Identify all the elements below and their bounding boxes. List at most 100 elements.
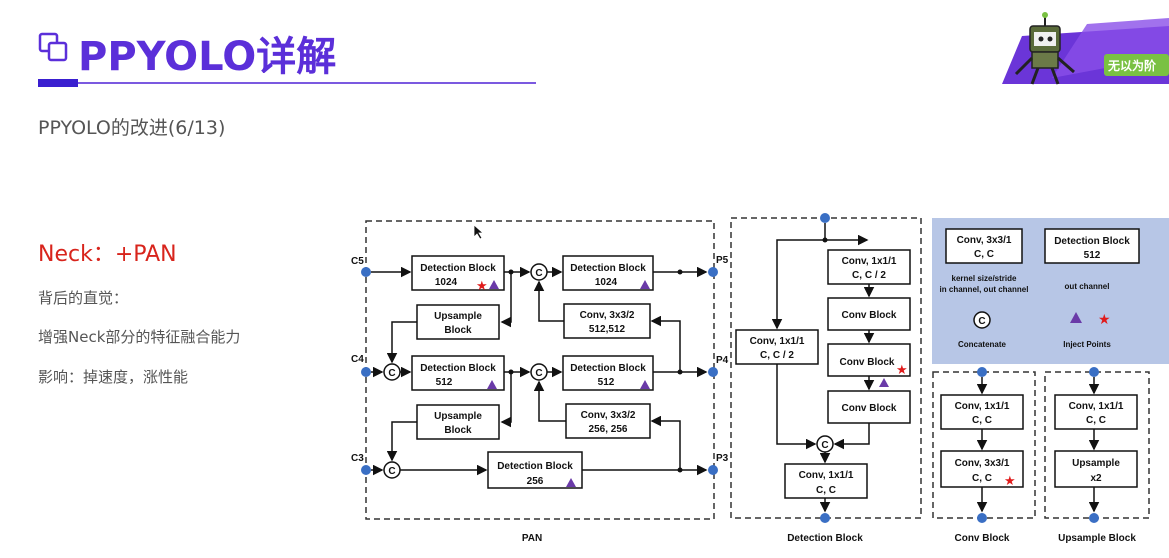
det-conv-1x1-out	[784, 463, 868, 499]
svg-text:C, C: C, C	[816, 485, 836, 496]
svg-text:512: 512	[598, 377, 615, 388]
svg-text:C, C: C, C	[974, 249, 994, 260]
pan-det-block-1024-b	[562, 255, 654, 291]
svg-text:512: 512	[436, 377, 453, 388]
pan-section: C5 C4 C3 P5 P4 P3 Detection Block 1024 ★…	[351, 220, 729, 544]
svg-text:Detection Block: Detection Block	[497, 461, 573, 472]
node-c3	[361, 465, 371, 475]
pan-det-block-512-b	[562, 355, 654, 391]
svg-text:kernel size/stride: kernel size/stride	[952, 274, 1017, 283]
svg-text:C, C / 2: C, C / 2	[852, 270, 886, 281]
svg-text:Conv, 1x1/1: Conv, 1x1/1	[955, 401, 1010, 412]
svg-text:256, 256: 256, 256	[589, 424, 628, 435]
svg-text:C, C: C, C	[972, 473, 992, 484]
triangle-icon	[487, 380, 497, 389]
node-p4	[708, 367, 718, 377]
svg-text:C, C: C, C	[1086, 415, 1106, 426]
triangle-icon	[640, 380, 650, 389]
svg-text:Conv Block: Conv Block	[841, 310, 896, 321]
upsample-block-caption: Upsample Block	[1058, 533, 1136, 544]
robot-icon	[1014, 12, 1075, 85]
svg-text:Block: Block	[444, 325, 472, 336]
svg-text:in channel, out channel: in channel, out channel	[940, 285, 1029, 294]
detection-block-caption: Detection Block	[787, 533, 863, 544]
svg-text:Detection Block: Detection Block	[420, 263, 496, 274]
svg-text:1024: 1024	[435, 277, 458, 288]
det-conv-block-2	[827, 343, 911, 377]
det-conv-1x1-a	[827, 249, 911, 285]
svg-text:C, C / 2: C, C / 2	[760, 350, 794, 361]
star-icon: ★	[1004, 474, 1016, 489]
node-c5	[361, 267, 371, 277]
svg-text:Conv Block: Conv Block	[839, 357, 894, 368]
conv-block-section: Conv, 1x1/1 C, C Conv, 3x3/1 C, C ★ Conv…	[932, 367, 1036, 544]
legend-conv	[945, 228, 1023, 264]
concat-icon	[973, 311, 991, 329]
svg-text:Conv, 1x1/1: Conv, 1x1/1	[1069, 401, 1124, 412]
svg-text:C, C: C, C	[972, 415, 992, 426]
svg-text:Upsample: Upsample	[1072, 458, 1120, 469]
label-p4: P4	[716, 355, 729, 366]
svg-text:Detection Block: Detection Block	[570, 363, 646, 374]
svg-text:C: C	[388, 466, 395, 477]
triangle-icon	[566, 478, 576, 487]
neck-title: Neck：+PAN	[38, 242, 177, 267]
svg-text:C: C	[535, 368, 542, 379]
svg-text:C: C	[388, 368, 395, 379]
node-det-out	[820, 513, 830, 523]
svg-text:out channel: out channel	[1065, 282, 1110, 291]
triangle-icon	[640, 280, 650, 289]
node-conv-in	[977, 367, 987, 377]
legend-section: Conv, 3x3/1 C, C kernel size/stride in c…	[932, 218, 1169, 364]
svg-text:C: C	[978, 316, 985, 327]
svg-text:Concatenate: Concatenate	[958, 340, 1007, 349]
logo-text: 无以为阶	[1107, 58, 1157, 73]
label-c5: C5	[351, 256, 364, 267]
svg-text:Conv, 3x3/2: Conv, 3x3/2	[581, 410, 636, 421]
triangle-icon	[879, 378, 889, 387]
svg-text:Conv, 3x3/1: Conv, 3x3/1	[955, 458, 1010, 469]
svg-text:512: 512	[1084, 250, 1101, 261]
upsample-block-section: Conv, 1x1/1 C, C Upsample x2 Upsample Bl…	[1044, 367, 1150, 544]
svg-text:1024: 1024	[595, 277, 618, 288]
detection-block-section: Conv, 1x1/1 C, C / 2 Conv Block Conv Blo…	[730, 213, 922, 544]
label-c3: C3	[351, 453, 364, 464]
svg-text:Upsample: Upsample	[434, 411, 482, 422]
star-icon: ★	[896, 363, 908, 378]
mouse-cursor-icon	[473, 224, 485, 240]
page-title: PPYOLO详解	[78, 34, 337, 80]
svg-text:Upsample: Upsample	[434, 311, 482, 322]
node-conv-out	[977, 513, 987, 523]
svg-text:Conv, 1x1/1: Conv, 1x1/1	[799, 470, 854, 481]
svg-text:512,512: 512,512	[589, 324, 626, 335]
svg-text:Detection Block: Detection Block	[570, 263, 646, 274]
svg-text:Conv, 3x3/2: Conv, 3x3/2	[580, 310, 635, 321]
svg-text:Block: Block	[444, 425, 472, 436]
conv-block-conv-1x1	[940, 394, 1024, 430]
pan-det-block-512-a	[411, 355, 505, 391]
bullet-intuition: 背后的直觉：	[38, 289, 129, 307]
svg-text:Conv Block: Conv Block	[841, 403, 896, 414]
title-underline	[38, 82, 536, 84]
svg-text:Conv, 3x3/1: Conv, 3x3/1	[957, 235, 1012, 246]
triangle-icon	[1070, 312, 1082, 323]
svg-text:Conv, 1x1/1: Conv, 1x1/1	[842, 256, 897, 267]
label-p5: P5	[716, 255, 729, 266]
star-icon: ★	[476, 279, 488, 294]
robot-logo: 无以为阶	[1002, 12, 1169, 85]
pan-upsample-block-1	[416, 304, 500, 340]
pan-det-block-1024-a	[411, 255, 505, 291]
pan-conv-3x3-512	[563, 303, 651, 339]
node-p3	[708, 465, 718, 475]
star-icon: ★	[1098, 312, 1111, 328]
node-det-in	[820, 213, 830, 223]
up-block-upsample	[1054, 450, 1138, 488]
svg-text:C: C	[821, 440, 828, 451]
page-subtitle: PPYOLO的改进(6/13)	[38, 117, 226, 139]
pan-conv-3x3-256	[565, 403, 651, 439]
svg-text:Detection Block: Detection Block	[1054, 236, 1130, 247]
svg-text:Conv, 1x1/1: Conv, 1x1/1	[750, 336, 805, 347]
conv-block-caption: Conv Block	[954, 533, 1009, 544]
bullet-enhance: 增强Neck部分的特征融合能力	[38, 328, 241, 346]
